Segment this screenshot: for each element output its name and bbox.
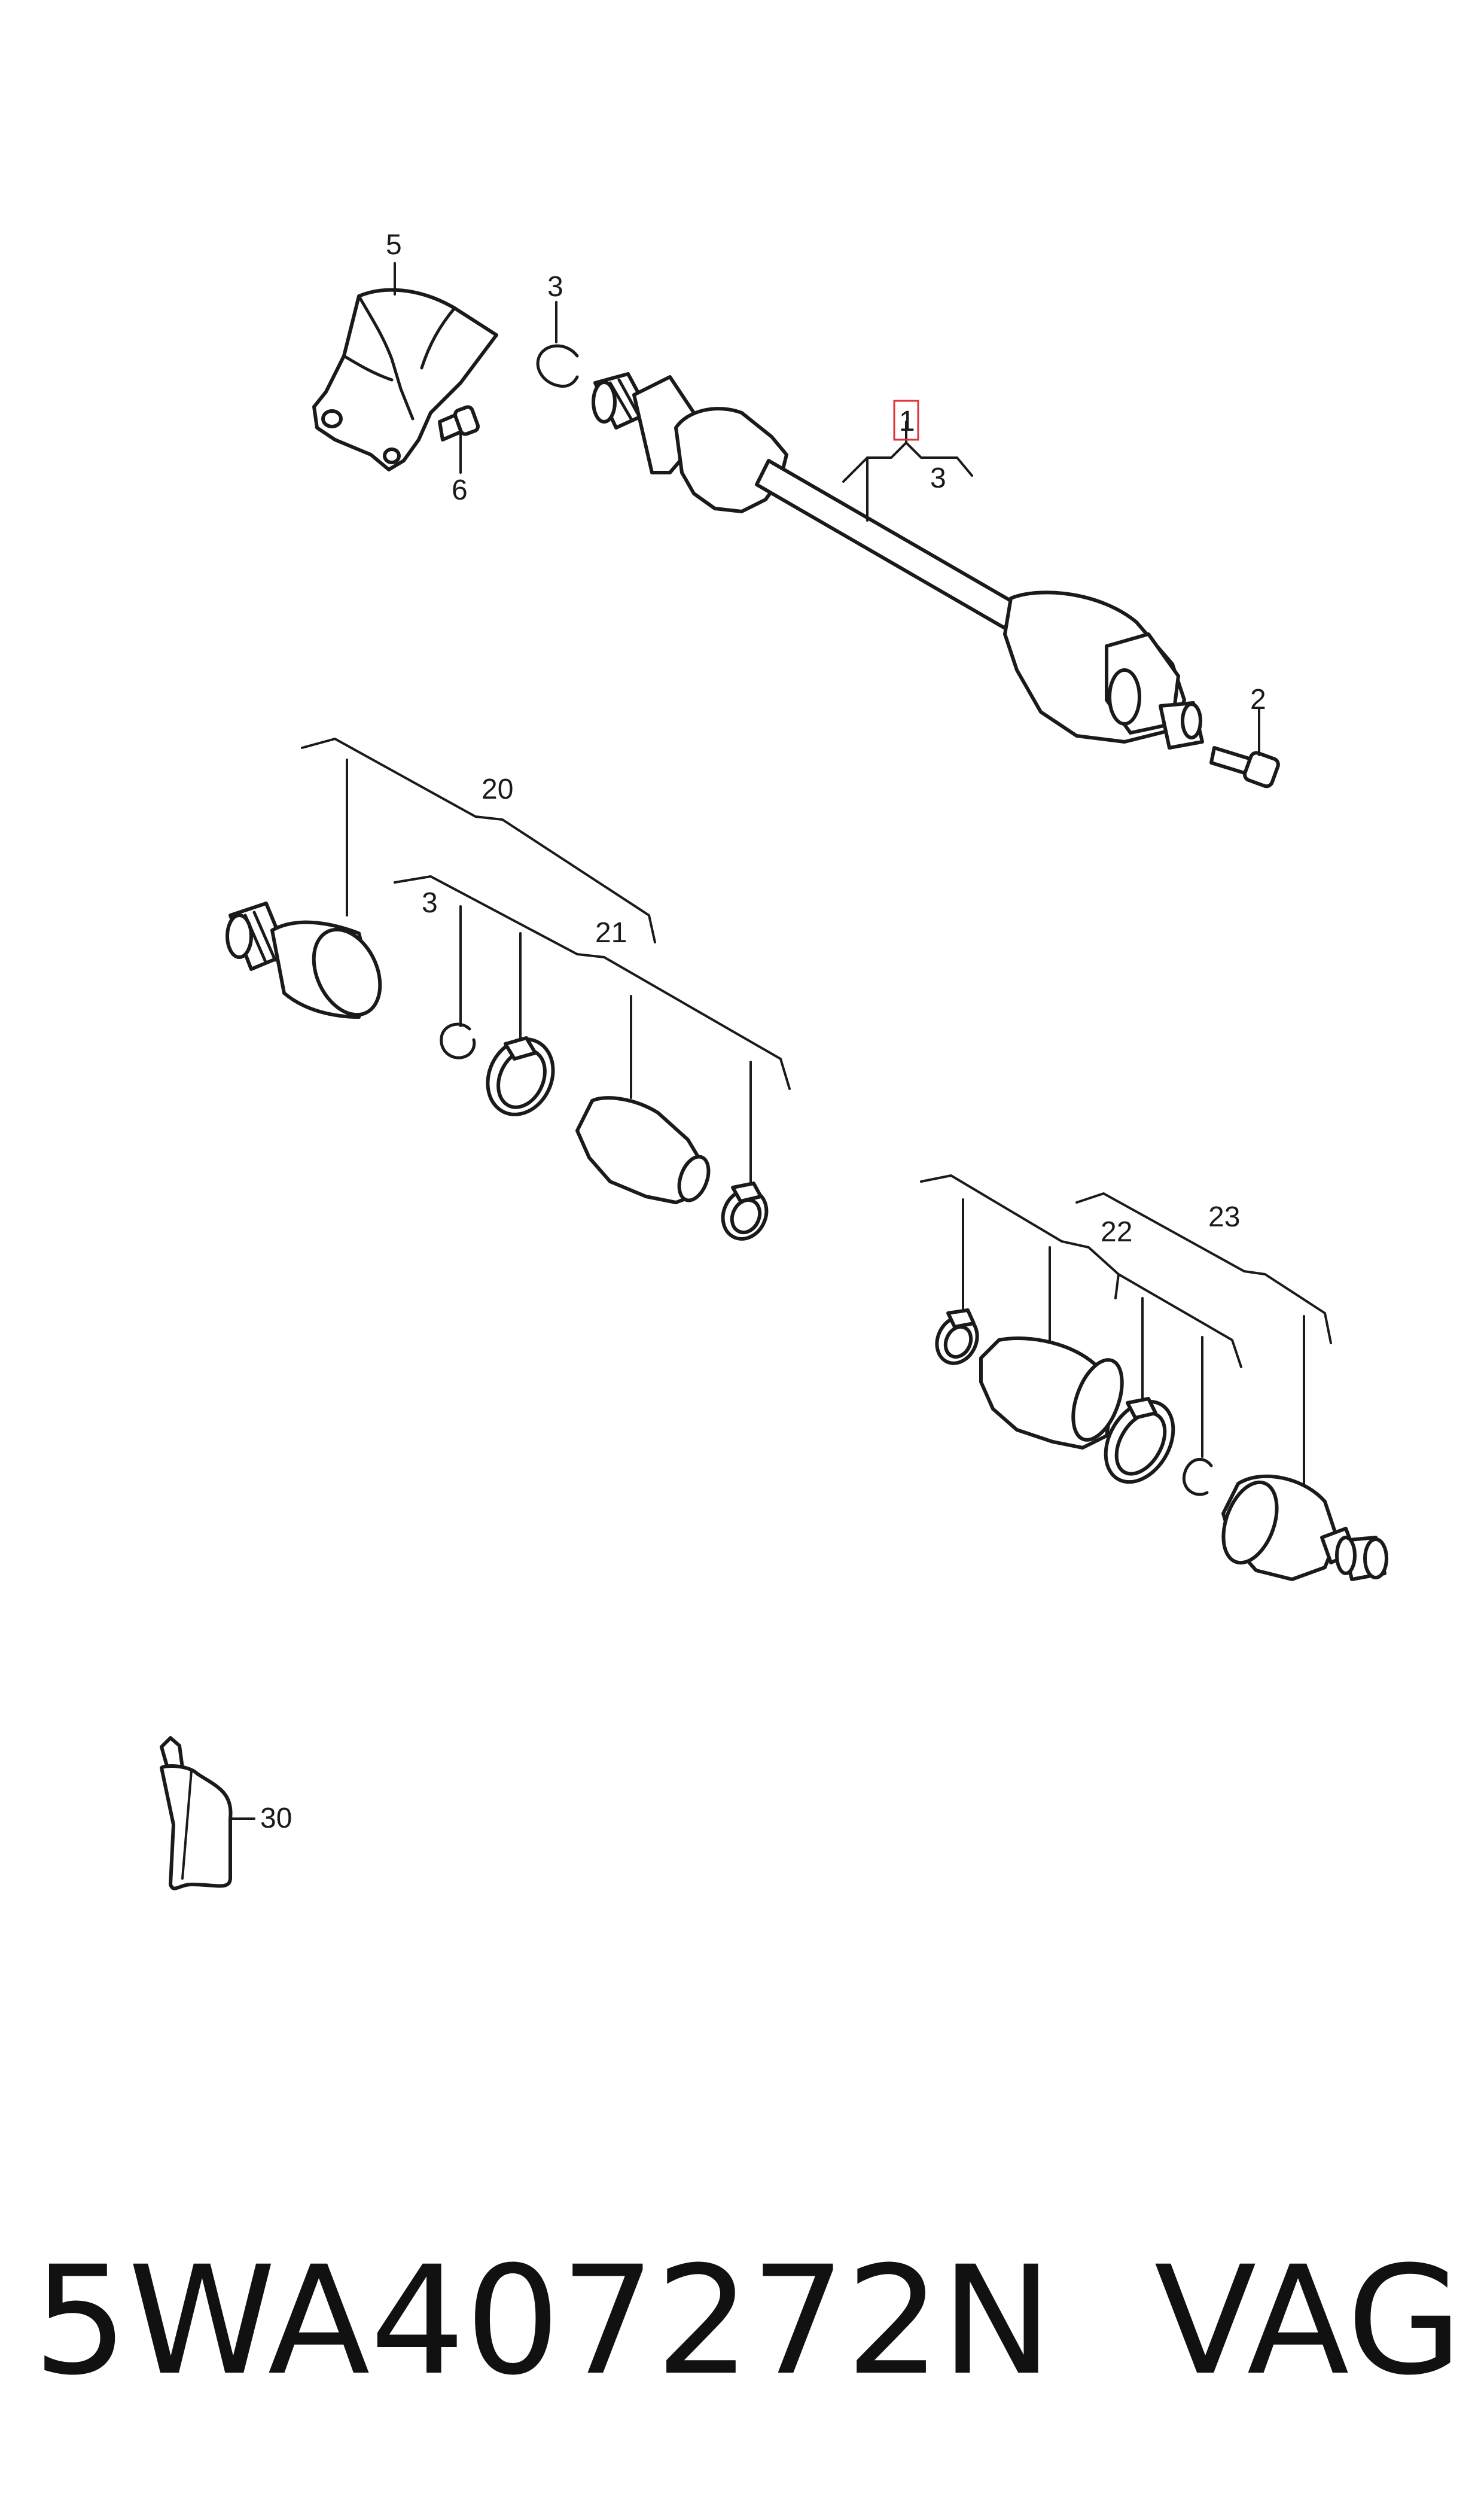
callout-30: 30	[260, 1803, 292, 1834]
heat-shield-part	[312, 288, 498, 471]
callout-6: 6	[452, 474, 468, 506]
callout-3-main: 3	[930, 462, 946, 494]
callout-21: 21	[595, 917, 627, 949]
highlight-box-1	[893, 400, 919, 441]
callout-20: 20	[482, 774, 513, 805]
callout-21-bracket	[394, 875, 791, 1189]
boot-part-21	[575, 1096, 711, 1204]
clamp-large-part	[486, 1036, 555, 1116]
callout-22-bracket	[920, 1174, 1242, 1458]
drive-shaft-assembly	[592, 372, 1204, 750]
clamp-small-part-22	[935, 1308, 979, 1365]
brand-label: VAG	[1154, 2234, 1462, 2408]
clamp-small-part-21	[721, 1182, 769, 1241]
callout-20-bracket	[301, 738, 656, 943]
bolt-part-2	[1209, 746, 1280, 788]
outer-joint-part	[1221, 1474, 1388, 1581]
inner-joint-part	[226, 902, 382, 1019]
clamp-large-part-22	[1104, 1397, 1175, 1484]
circlip-part-22	[1182, 1457, 1213, 1496]
callout-2: 2	[1250, 684, 1266, 715]
boot-part-22	[979, 1336, 1124, 1450]
callout-1: 1	[899, 406, 915, 437]
callout-3-left: 3	[422, 887, 438, 919]
bolt-part-6	[438, 405, 480, 442]
callout-23-bracket	[1075, 1192, 1332, 1491]
callout-5: 5	[386, 229, 402, 261]
circlip-part-3-top	[536, 344, 579, 388]
callout-3-top: 3	[547, 271, 563, 303]
part-number: 5WA407272N	[33, 2234, 1053, 2408]
callout-22: 22	[1101, 1216, 1132, 1248]
circlip-part-3-left	[440, 1022, 476, 1059]
grease-tube-part	[160, 1736, 233, 1890]
footer: 5WA407272N VAG	[33, 2240, 1468, 2402]
callout-23: 23	[1208, 1201, 1240, 1233]
